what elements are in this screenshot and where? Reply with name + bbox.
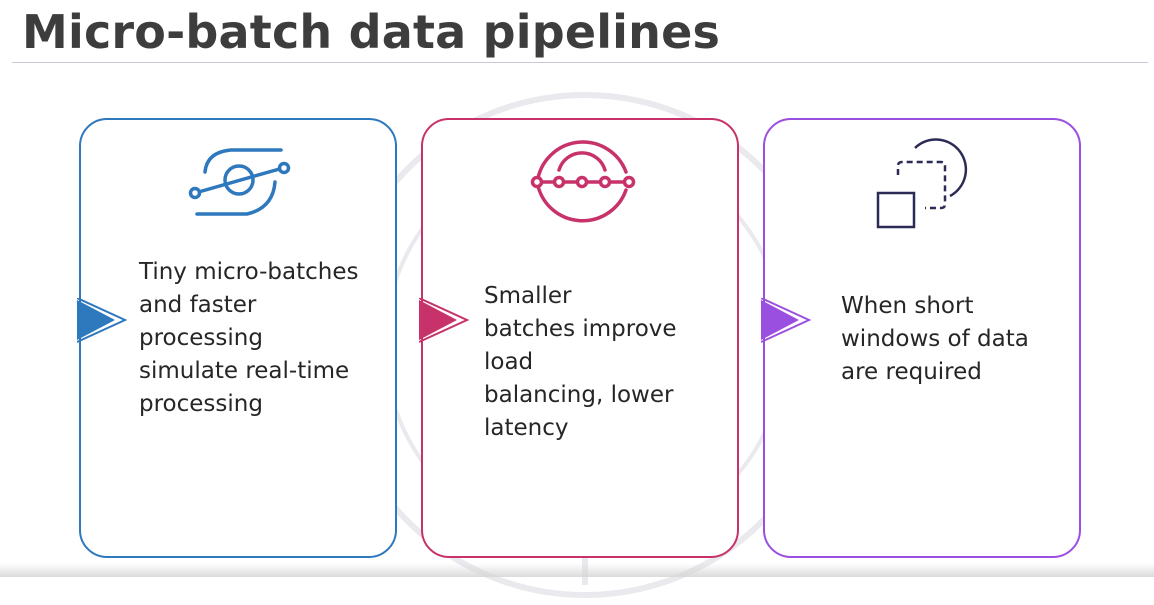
card-description: Tiny micro-batches and faster processing… (139, 259, 359, 417)
arrow-pointer-icon (419, 298, 470, 343)
data-window-icon (876, 138, 968, 229)
arrow-pointer-icon (761, 298, 812, 343)
card-description: Smaller batches improve load balancing, … (484, 283, 677, 441)
card-micro-batches: Tiny micro-batches and faster processing… (77, 118, 397, 558)
load-balancing-icon (530, 140, 636, 223)
slide-title: Micro-batch data pipelines (22, 5, 721, 59)
title-divider (12, 62, 1148, 63)
bottom-shadow (0, 563, 1154, 577)
card-short-windows: When short windows of data are required (761, 118, 1081, 558)
pipeline-flow-icon (188, 148, 291, 216)
card-load-balancing: Smaller batches improve load balancing, … (419, 118, 739, 558)
card-description: When short windows of data are required (841, 293, 1029, 385)
arrow-pointer-icon (77, 298, 128, 343)
